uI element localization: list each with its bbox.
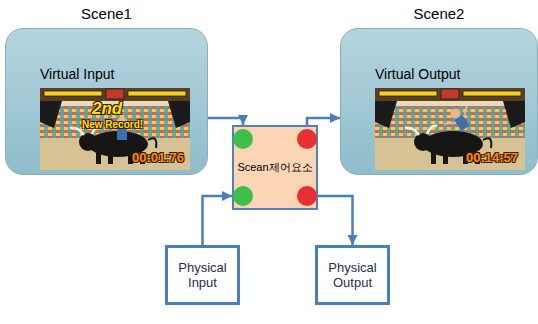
node-text: Physical Input — [172, 260, 233, 290]
timer-text: 00:14:57 — [466, 150, 518, 165]
game-screenshot — [375, 88, 525, 170]
control-box: Scean제어요소 — [232, 125, 318, 210]
port-dot — [233, 129, 317, 206]
rank-text: 2nd — [92, 99, 122, 119]
record-text: New Record! — [82, 119, 143, 130]
game-screenshot — [40, 88, 190, 170]
node-text: Virtual Output — [375, 66, 460, 82]
scene-title: Scene2 — [341, 5, 537, 22]
node-text: Physical Output — [322, 260, 383, 290]
flow-arrow — [203, 196, 233, 245]
flow-arrow — [318, 196, 353, 245]
scene-title: Scene1 — [6, 5, 207, 22]
node-text: Virtual Input — [40, 66, 114, 82]
node-text: Scean제어요소 — [237, 161, 312, 174]
label-holder: 2nd — [92, 99, 122, 119]
physical-box: Physical Input — [165, 245, 240, 305]
label-holder: 00:14:57 — [466, 150, 518, 165]
flow-arrow — [208, 118, 243, 125]
label-holder: New Record! — [82, 119, 143, 130]
timer-text: 00:01:76 — [132, 150, 184, 165]
physical-box: Physical Output — [315, 245, 390, 305]
label-holder: 00:01:76 — [132, 150, 184, 165]
flow-arrow — [307, 118, 340, 125]
rider-figure — [440, 101, 477, 136]
